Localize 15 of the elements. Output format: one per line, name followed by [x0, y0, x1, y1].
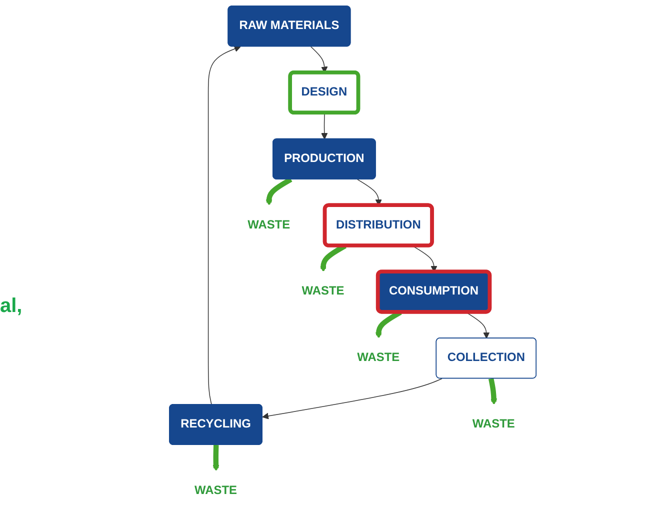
arrow [321, 112, 328, 140]
arrow [357, 179, 382, 206]
arrow [262, 378, 443, 420]
arrow [212, 444, 220, 472]
arrow [412, 245, 438, 272]
arrow [466, 312, 490, 339]
cut-off-text: al, [0, 295, 22, 318]
node-text: WASTE [472, 418, 516, 430]
arrow [488, 378, 498, 406]
node-text: WASTE [248, 218, 290, 232]
node-text: WASTE [194, 484, 238, 497]
node-text: WASTE [357, 351, 400, 364]
arrow [266, 177, 292, 206]
node-text: WASTE [302, 284, 344, 298]
arrow [208, 46, 241, 406]
